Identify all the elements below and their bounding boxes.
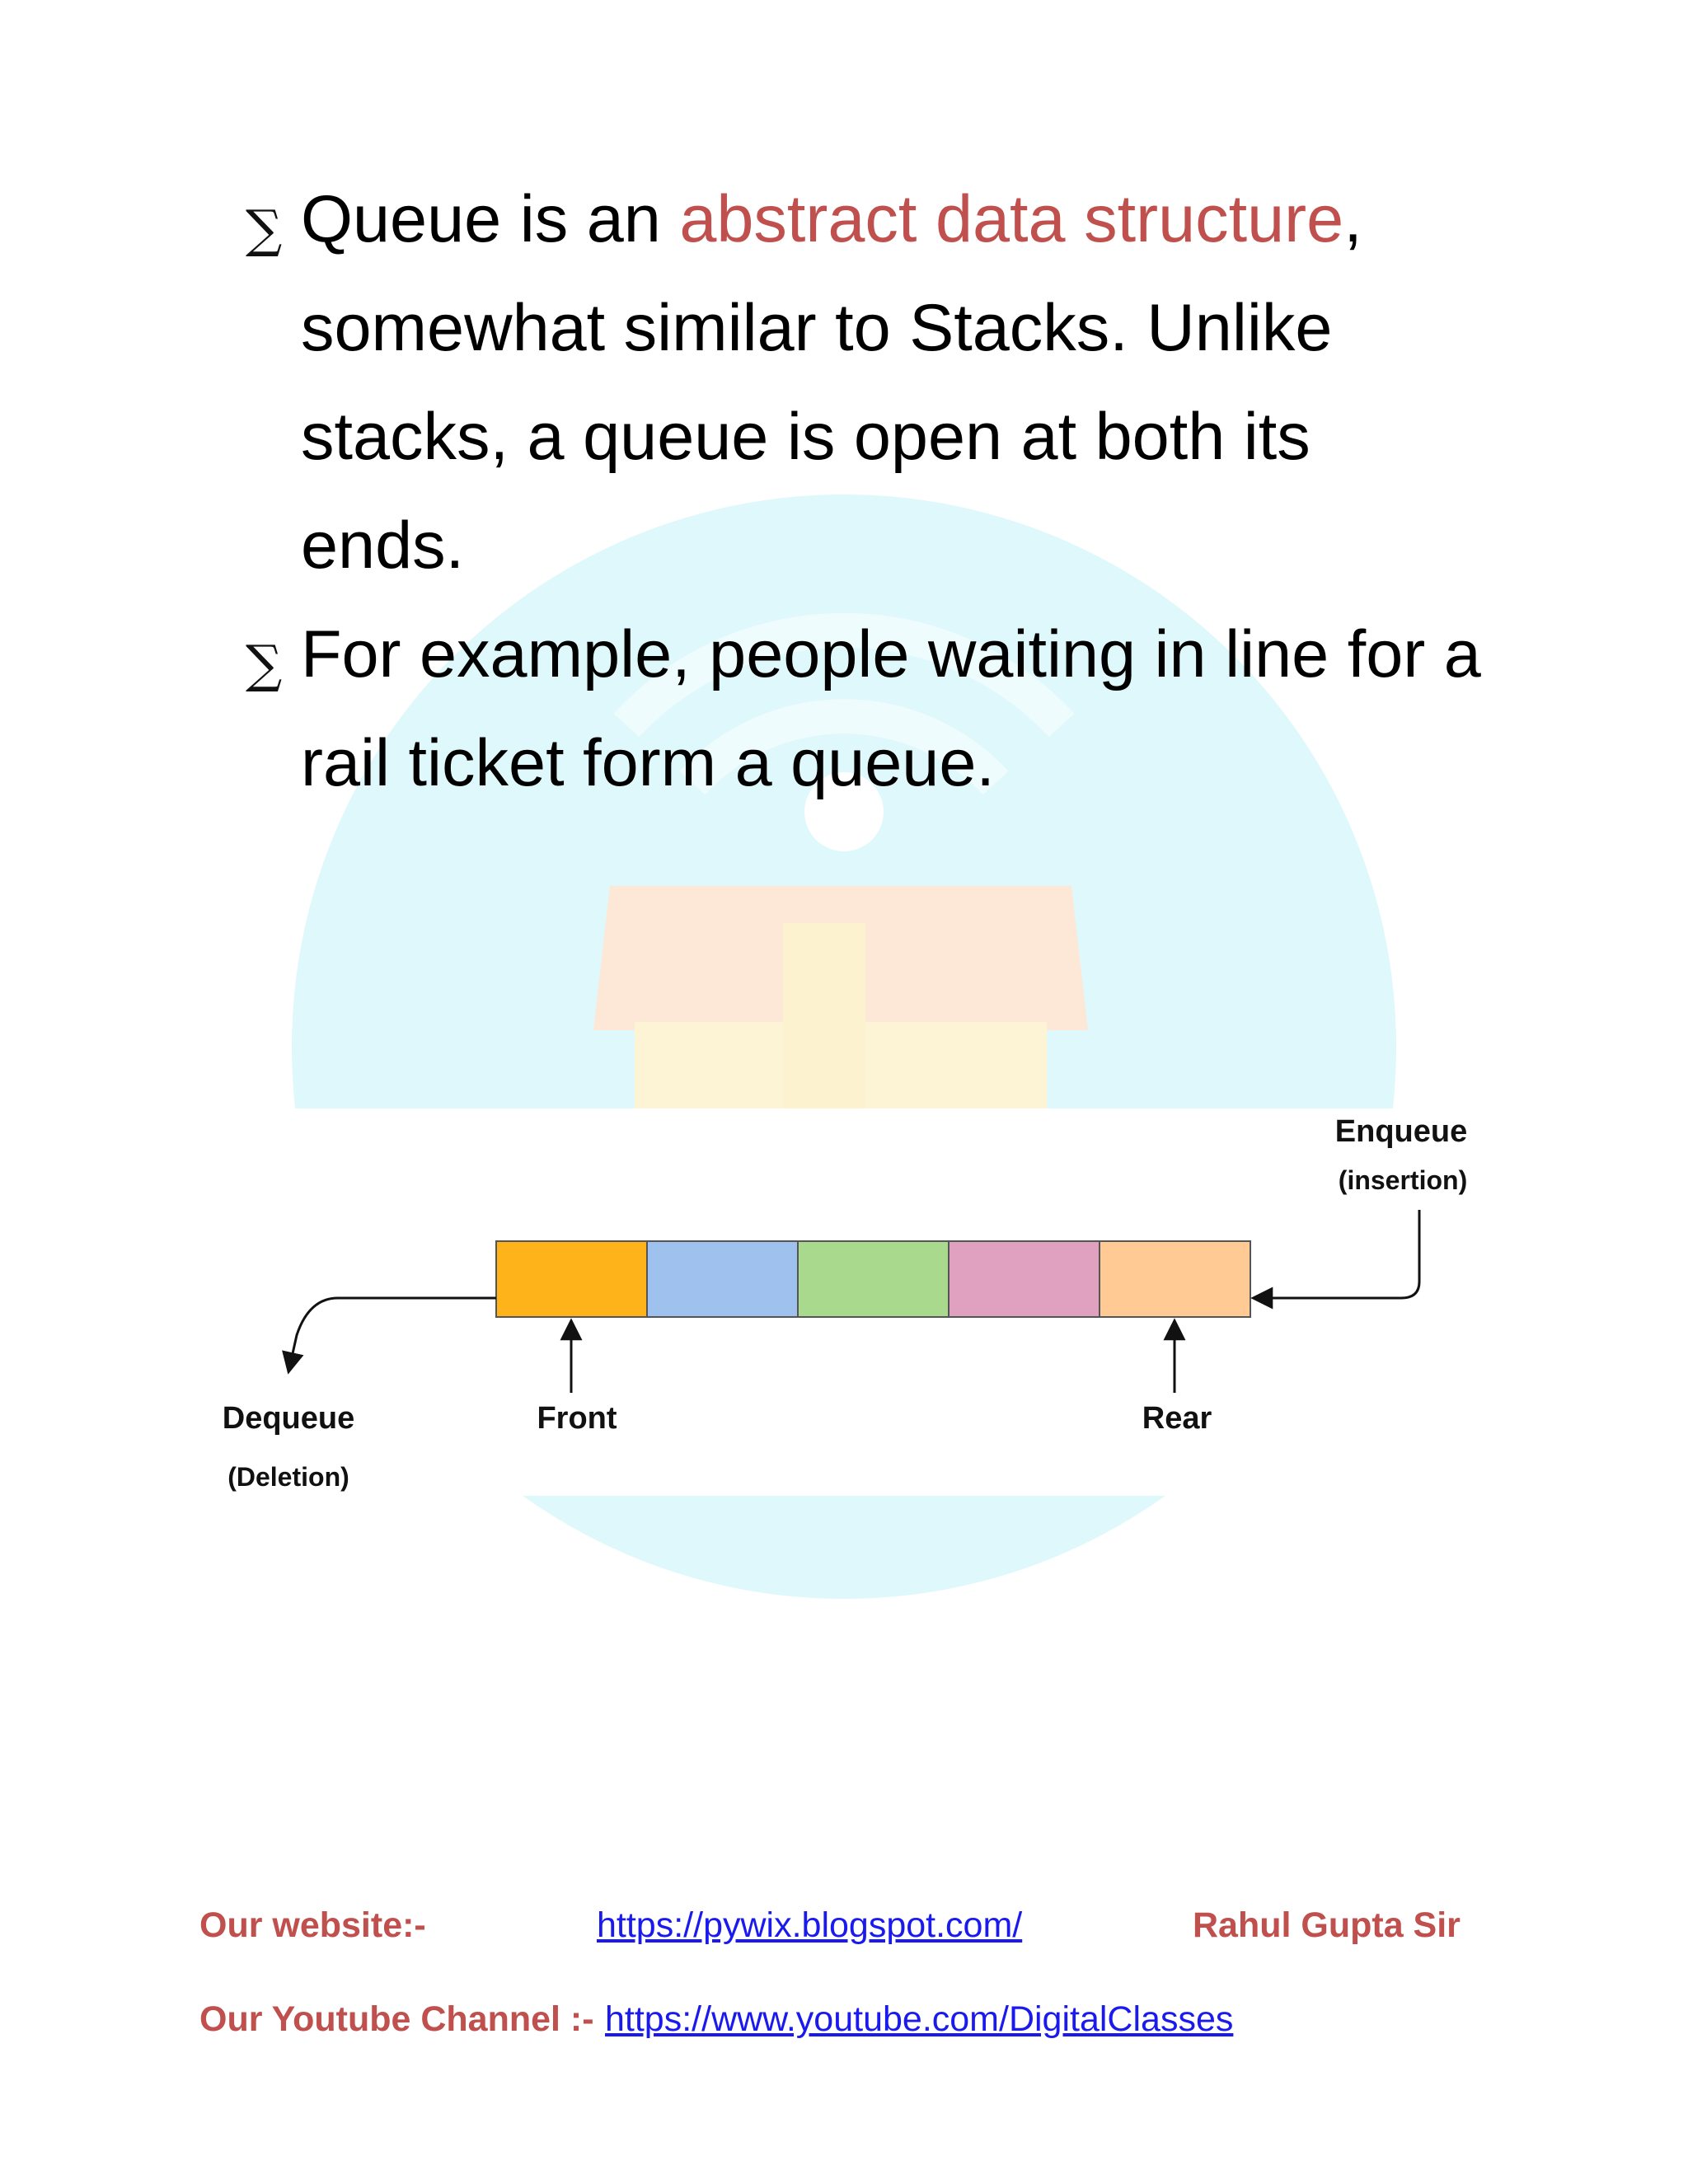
youtube-label: Our Youtube Channel :- bbox=[199, 1999, 594, 2039]
bullet-text-continued: , somewhat similar to Stacks. Unlike sta… bbox=[301, 182, 1362, 583]
queue-cell bbox=[495, 1240, 648, 1318]
website-label: Our website:- bbox=[199, 1905, 426, 1945]
queue-cell bbox=[646, 1240, 799, 1318]
dequeue-sublabel: (Deletion) bbox=[227, 1462, 349, 1492]
bullet-list: ∑ Queue is an abstract data structure, s… bbox=[239, 165, 1492, 818]
bullet-item: ∑ For example, people waiting in line fo… bbox=[239, 600, 1492, 818]
rear-label: Rear bbox=[1142, 1401, 1212, 1436]
bullet-text: Queue is an bbox=[301, 182, 680, 256]
website-link[interactable]: https://pywix.blogspot.com/ bbox=[597, 1905, 1023, 1945]
front-label: Front bbox=[537, 1401, 617, 1436]
enqueue-sublabel: (insertion) bbox=[1339, 1165, 1467, 1195]
bullet-mark: ∑ bbox=[246, 634, 283, 694]
queue-cell bbox=[948, 1240, 1100, 1318]
queue-cell bbox=[797, 1240, 950, 1318]
enqueue-arrow bbox=[1250, 1210, 1421, 1310]
queue-cell bbox=[1099, 1240, 1251, 1318]
queue-diagram: Enqueue (insertion) Dequeue (Deletion) F… bbox=[223, 1114, 1467, 1492]
youtube-link[interactable]: https://www.youtube.com/DigitalClasses bbox=[605, 1999, 1234, 2039]
highlight-term: abstract data structure bbox=[679, 182, 1344, 256]
dequeue-arrow bbox=[282, 1296, 496, 1375]
bullet-text: For example, people waiting in line for … bbox=[301, 617, 1481, 800]
bullet-mark: ∑ bbox=[246, 199, 283, 259]
dequeue-label: Dequeue bbox=[223, 1401, 354, 1436]
queue-cells bbox=[495, 1240, 1251, 1318]
enqueue-label: Enqueue bbox=[1335, 1114, 1467, 1149]
author-name: Rahul Gupta Sir bbox=[1193, 1905, 1461, 1945]
bullet-item: ∑ Queue is an abstract data structure, s… bbox=[239, 165, 1492, 600]
